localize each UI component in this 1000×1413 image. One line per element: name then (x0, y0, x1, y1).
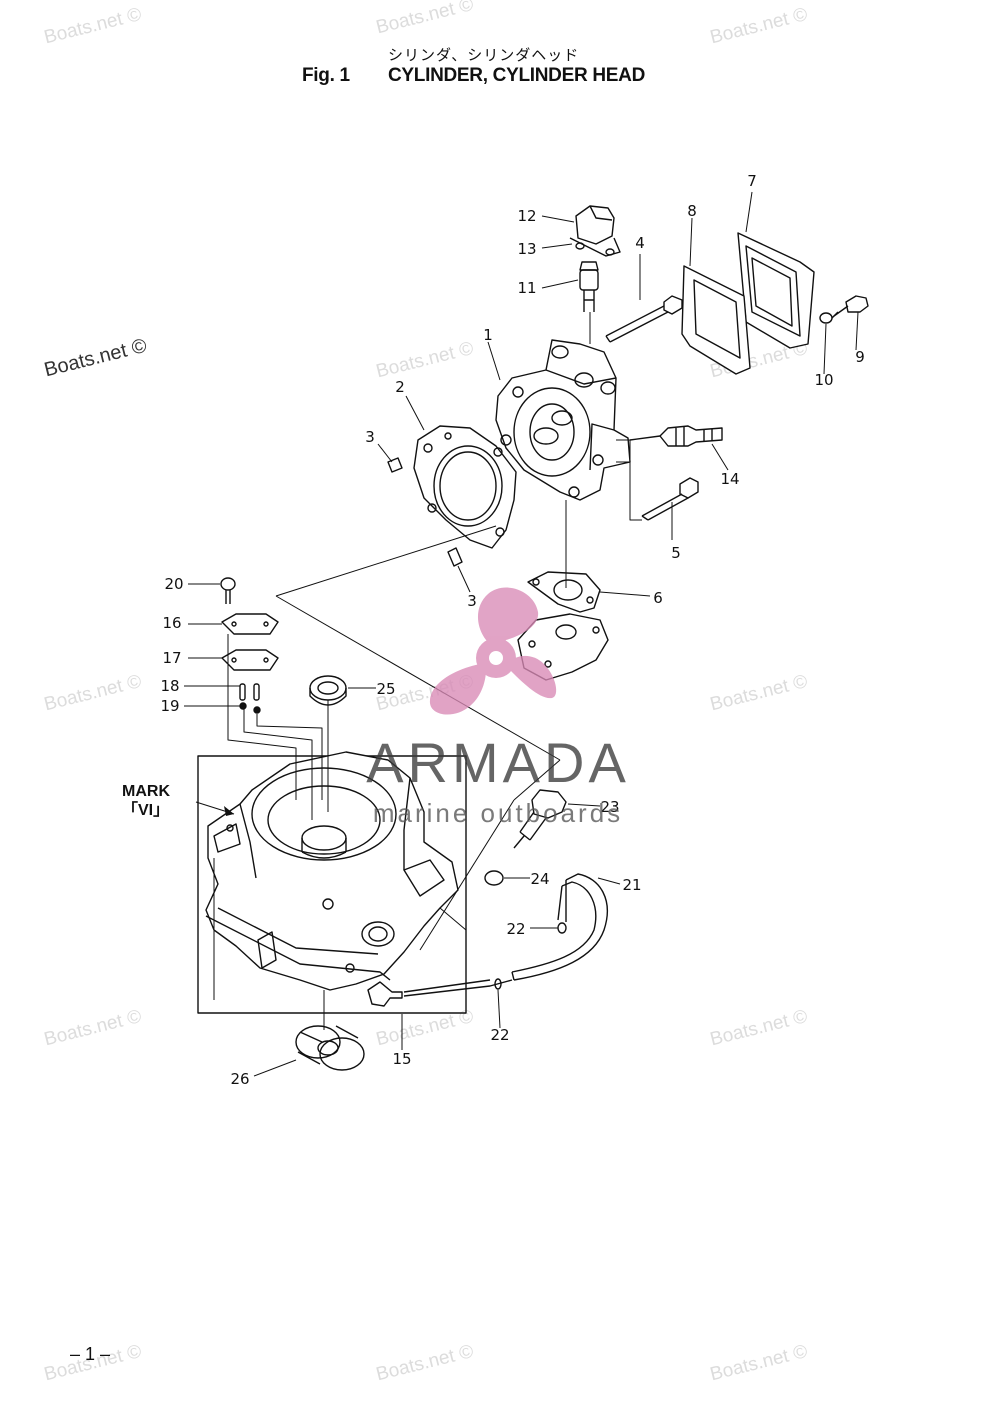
exhaust-gasket-part (527, 571, 601, 613)
arrowhead (224, 806, 234, 816)
assembly-lines (213, 312, 642, 1030)
bearing-part (295, 1025, 365, 1071)
callout-number: 15 (392, 1050, 411, 1068)
head-cover-part (737, 232, 815, 349)
callout-number: 16 (162, 614, 181, 632)
plate-gasket-part (221, 649, 279, 671)
o-ring-part (239, 702, 261, 714)
callout-number: 3 (467, 592, 477, 610)
water-hose-part (511, 873, 608, 981)
callout-number: 4 (635, 234, 645, 252)
callout-number: 6 (653, 589, 663, 607)
logo-tagline: marine outboards (373, 798, 623, 828)
figure-title: CYLINDER, CYLINDER HEAD (388, 65, 646, 86)
callout-number: 20 (164, 575, 183, 593)
callout-number: 23 (600, 798, 619, 816)
long-bolt-part (605, 295, 683, 343)
callout-number: 5 (671, 544, 681, 562)
logo-brand: ARMADA (366, 731, 630, 794)
armada-logo: ARMADA marine outboards (366, 587, 630, 828)
propeller-logo-icon (429, 587, 557, 715)
callout-number: 9 (855, 348, 865, 366)
callout-number: 12 (517, 207, 536, 225)
callout-number: 26 (230, 1070, 249, 1088)
dowel-pin-part (387, 457, 463, 567)
callout-number: 7 (747, 172, 757, 190)
mark-label: MARK 「VI」 (122, 782, 170, 820)
head-cover-gasket-part (681, 265, 751, 375)
callout-number: 2 (395, 378, 405, 396)
pin-part (239, 683, 260, 701)
callout-number: 3 (365, 428, 375, 446)
cover-bolt-part (831, 295, 869, 319)
short-bolt-part (641, 477, 699, 521)
callout-number: 1 (483, 326, 493, 344)
sealing-washer-part (484, 870, 504, 886)
callout-number: 14 (720, 470, 739, 488)
callout-leaders (184, 191, 859, 1077)
cylinder-head-part (495, 339, 631, 501)
callout-number: 11 (517, 279, 536, 297)
head-gasket-part (413, 425, 517, 549)
callout-number: 10 (814, 371, 833, 389)
mark-label-line2: 「VI」 (122, 802, 170, 819)
figure-number: Fig. 1 (302, 65, 350, 86)
plate-screw-part (220, 577, 236, 604)
cover-plate-part (221, 613, 279, 635)
hose-fitting-part (367, 981, 403, 1007)
callout-number: 18 (160, 677, 179, 695)
drain-plug-part (513, 789, 567, 849)
spark-plug-part (629, 425, 723, 447)
callout-number: 17 (162, 649, 181, 667)
page-number: – 1 – (70, 1344, 111, 1364)
callout-number: 24 (530, 870, 549, 888)
callout-number: 19 (160, 697, 179, 715)
callout-number: 22 (490, 1026, 509, 1044)
thermostat-part (579, 261, 599, 312)
callout-number: 8 (687, 202, 697, 220)
figure-subtitle-japanese: シリンダ、シリンダヘッド (388, 47, 580, 64)
callout-number: 21 (622, 876, 641, 894)
thermostat-cover-part (569, 205, 621, 257)
hose-pipe-part (403, 979, 513, 997)
washer-part (819, 312, 833, 324)
callout-number: 25 (376, 680, 395, 698)
mark-label-line1: MARK (122, 783, 170, 800)
hose-clamp-part (557, 922, 567, 934)
callout-number: 22 (506, 920, 525, 938)
hose-pipe-part (403, 979, 491, 993)
callout-number: 13 (517, 240, 536, 258)
